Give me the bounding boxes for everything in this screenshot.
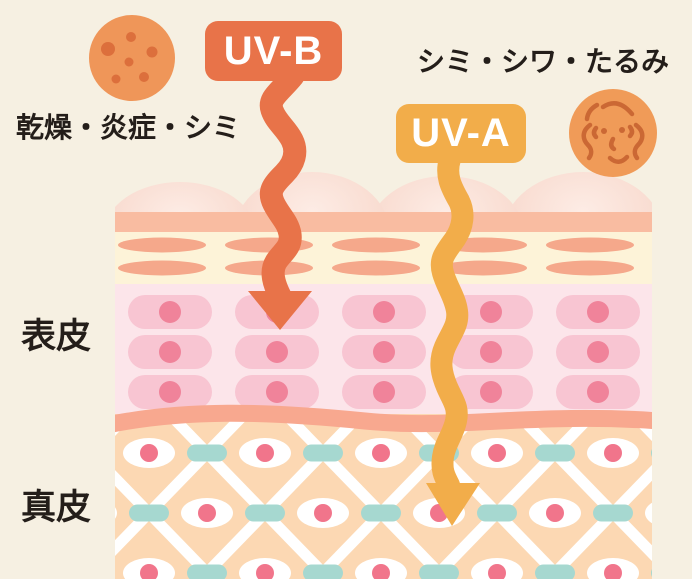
uva-badge-label: UV-A bbox=[411, 111, 511, 155]
uvb-effects-caption: 乾燥・炎症・シミ bbox=[16, 112, 241, 143]
uva-effects-caption: シミ・シワ・たるみ bbox=[417, 46, 670, 77]
dermis-layer bbox=[115, 414, 652, 579]
uva-wavy-arrow-icon bbox=[426, 155, 480, 526]
uvb-wavy-arrow-icon bbox=[248, 70, 312, 330]
uvb-badge-label: UV-B bbox=[223, 28, 324, 73]
uva-badge: UV-A bbox=[396, 104, 526, 163]
dermis-label: 真皮 bbox=[21, 488, 92, 527]
epidermis-layer bbox=[115, 284, 652, 418]
basement-membrane-wave bbox=[115, 404, 652, 434]
spotted-skin-icon bbox=[89, 15, 175, 101]
aged-face-icon bbox=[569, 89, 657, 177]
corneum-layer bbox=[115, 212, 652, 284]
uvb-badge: UV-B bbox=[205, 21, 342, 81]
epidermis-label: 表皮 bbox=[21, 317, 92, 356]
skin-cross-section bbox=[115, 172, 652, 579]
